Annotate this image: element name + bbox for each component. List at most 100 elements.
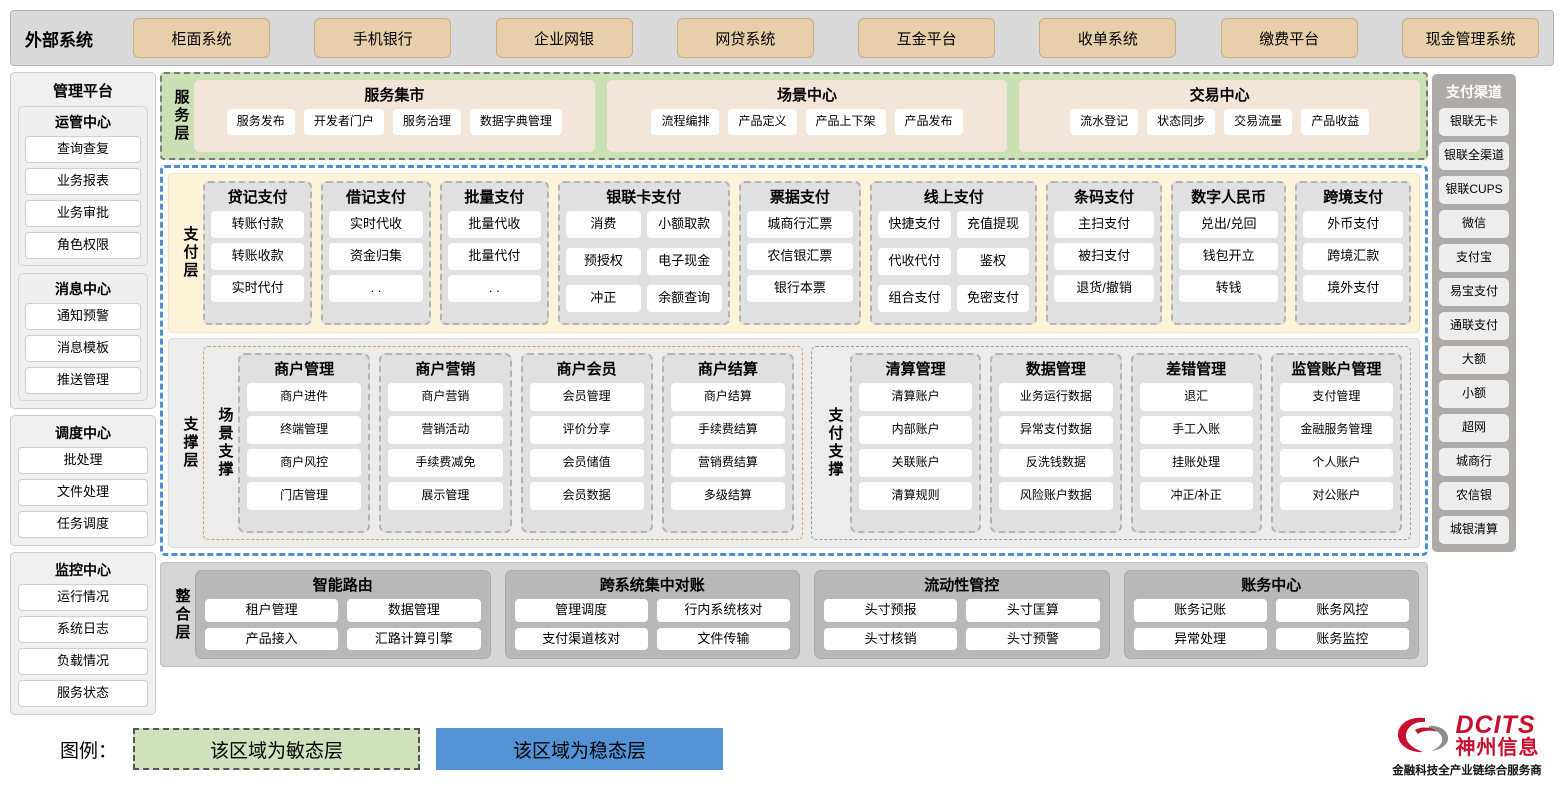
payment-item[interactable]: 组合支付 <box>878 285 951 312</box>
support-item[interactable]: 清算规则 <box>859 482 973 510</box>
sidebar-item[interactable]: 服务状态 <box>18 680 148 707</box>
payment-item[interactable]: 退货/撤销 <box>1054 275 1154 302</box>
service-item[interactable]: 交易流量 <box>1224 109 1293 135</box>
payment-item[interactable]: . . <box>329 275 423 302</box>
integration-item[interactable]: 异常处理 <box>1133 627 1267 650</box>
sidebar-item[interactable]: 系统日志 <box>18 616 148 643</box>
support-item[interactable]: 营销费结算 <box>670 449 785 477</box>
payment-item[interactable]: 批量代收 <box>447 211 541 238</box>
integration-item[interactable]: 数据管理 <box>347 599 481 622</box>
payment-item[interactable]: 代收代付 <box>878 248 951 275</box>
payment-item[interactable]: 实时代付 <box>211 275 305 302</box>
payment-item[interactable]: 鉴权 <box>956 248 1030 275</box>
support-item[interactable]: 挂账处理 <box>1139 449 1253 477</box>
payment-item[interactable]: 外币支付 <box>1303 211 1404 238</box>
support-item[interactable]: 退汇 <box>1139 383 1253 411</box>
sidebar-item[interactable]: 查询查复 <box>25 136 141 163</box>
service-item[interactable]: 开发者门户 <box>303 109 384 135</box>
payment-item[interactable]: 预授权 <box>565 248 641 275</box>
service-item[interactable]: 流水登记 <box>1070 109 1139 135</box>
payment-item[interactable]: 资金归集 <box>329 243 423 270</box>
support-item[interactable]: 内部账户 <box>859 416 973 444</box>
payment-item[interactable]: 电子现金 <box>646 248 722 275</box>
external-system-item[interactable]: 企业网银 <box>495 18 633 58</box>
integration-item[interactable]: 支付渠道核对 <box>514 627 648 650</box>
channel-item[interactable]: 易宝支付 <box>1439 278 1509 306</box>
external-system-item[interactable]: 收单系统 <box>1039 18 1177 58</box>
service-item[interactable]: 服务发布 <box>226 109 295 135</box>
payment-item[interactable]: 主扫支付 <box>1054 211 1154 238</box>
support-item[interactable]: 清算账户 <box>859 383 973 411</box>
support-item[interactable]: 展示管理 <box>388 482 503 510</box>
integration-item[interactable]: 账务监控 <box>1275 627 1409 650</box>
channel-item[interactable]: 微信 <box>1439 210 1509 238</box>
integration-item[interactable]: 头寸预警 <box>966 627 1100 650</box>
integration-item[interactable]: 头寸预报 <box>824 599 958 622</box>
integration-item[interactable]: 行内系统核对 <box>656 599 790 622</box>
payment-item[interactable]: 消费 <box>565 211 641 238</box>
payment-item[interactable]: 转账收款 <box>211 243 305 270</box>
sidebar-item[interactable]: 通知预警 <box>25 303 141 330</box>
payment-item[interactable]: 批量代付 <box>447 243 541 270</box>
service-item[interactable]: 产品收益 <box>1301 109 1370 135</box>
service-item[interactable]: 产品发布 <box>894 109 963 135</box>
support-item[interactable]: 门店管理 <box>247 482 362 510</box>
channel-item[interactable]: 支付宝 <box>1439 244 1509 272</box>
support-item[interactable]: 会员管理 <box>529 383 644 411</box>
payment-item[interactable]: 小额取款 <box>646 211 722 238</box>
integration-item[interactable]: 头寸匡算 <box>966 599 1100 622</box>
external-system-item[interactable]: 手机银行 <box>314 18 452 58</box>
support-item[interactable]: 金融服务管理 <box>1279 416 1393 444</box>
service-item[interactable]: 流程编排 <box>651 109 720 135</box>
support-item[interactable]: 对公账户 <box>1279 482 1393 510</box>
support-item[interactable]: 商户进件 <box>247 383 362 411</box>
integration-item[interactable]: 汇路计算引擎 <box>347 627 481 650</box>
payment-item[interactable]: 钱包开立 <box>1178 243 1279 270</box>
integration-item[interactable]: 租户管理 <box>205 599 339 622</box>
channel-item[interactable]: 超网 <box>1439 414 1509 442</box>
sidebar-item[interactable]: 角色权限 <box>25 232 141 259</box>
sidebar-item[interactable]: 消息模板 <box>25 335 141 362</box>
service-item[interactable]: 产品上下架 <box>805 109 886 135</box>
integration-item[interactable]: 头寸核销 <box>824 627 958 650</box>
integration-item[interactable]: 管理调度 <box>514 599 648 622</box>
payment-item[interactable]: 被扫支付 <box>1054 243 1154 270</box>
support-item[interactable]: 商户结算 <box>670 383 785 411</box>
channel-item[interactable]: 城银清算 <box>1439 516 1509 544</box>
integration-item[interactable]: 产品接入 <box>205 627 339 650</box>
payment-item[interactable]: 冲正 <box>565 285 641 312</box>
support-item[interactable]: 评价分享 <box>529 416 644 444</box>
payment-item[interactable]: 银行本票 <box>746 275 854 302</box>
sidebar-item[interactable]: 业务审批 <box>25 200 141 227</box>
integration-item[interactable]: 账务风控 <box>1275 599 1409 622</box>
external-system-item[interactable]: 缴费平台 <box>1220 18 1358 58</box>
support-item[interactable]: 业务运行数据 <box>999 383 1113 411</box>
support-item[interactable]: 营销活动 <box>388 416 503 444</box>
channel-item[interactable]: 银联CUPS <box>1439 176 1509 204</box>
channel-item[interactable]: 农信银 <box>1439 482 1509 510</box>
support-item[interactable]: 会员储值 <box>529 449 644 477</box>
support-item[interactable]: 风险账户数据 <box>999 482 1113 510</box>
payment-item[interactable]: 快捷支付 <box>878 211 951 238</box>
support-item[interactable]: 关联账户 <box>859 449 973 477</box>
support-item[interactable]: 多级结算 <box>670 482 785 510</box>
support-item[interactable]: 反洗钱数据 <box>999 449 1113 477</box>
external-system-item[interactable]: 互金平台 <box>858 18 996 58</box>
sidebar-item[interactable]: 批处理 <box>18 447 148 474</box>
payment-item[interactable]: . . <box>447 275 541 302</box>
support-item[interactable]: 会员数据 <box>529 482 644 510</box>
payment-item[interactable]: 兑出/兑回 <box>1178 211 1279 238</box>
external-system-item[interactable]: 网贷系统 <box>676 18 814 58</box>
support-item[interactable]: 冲正/补正 <box>1139 482 1253 510</box>
channel-item[interactable]: 银联无卡 <box>1439 108 1509 136</box>
support-item[interactable]: 异常支付数据 <box>999 416 1113 444</box>
integration-item[interactable]: 文件传输 <box>656 627 790 650</box>
service-item[interactable]: 数据字典管理 <box>469 109 562 135</box>
payment-item[interactable]: 余额查询 <box>646 285 722 312</box>
support-item[interactable]: 手续费结算 <box>670 416 785 444</box>
payment-item[interactable]: 跨境汇款 <box>1303 243 1404 270</box>
payment-item[interactable]: 充值提现 <box>956 211 1030 238</box>
external-system-item[interactable]: 柜面系统 <box>133 18 270 58</box>
support-item[interactable]: 终端管理 <box>247 416 362 444</box>
sidebar-item[interactable]: 负载情况 <box>18 648 148 675</box>
